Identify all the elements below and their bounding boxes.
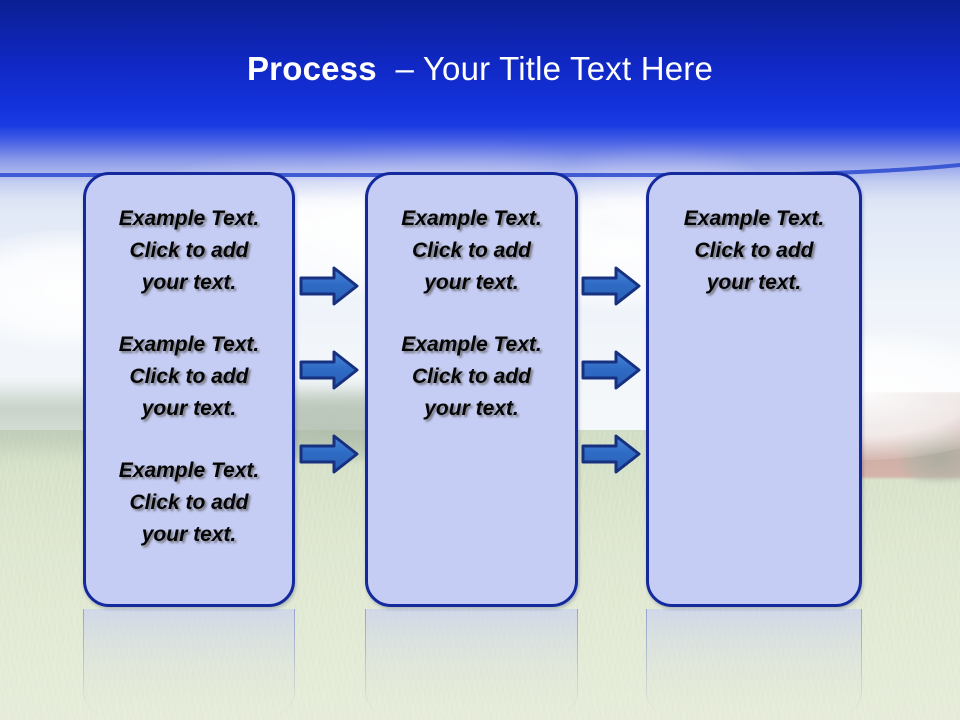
right-arrow-icon[interactable] — [298, 265, 360, 307]
right-arrow-icon[interactable] — [580, 433, 642, 475]
process-box-2[interactable]: Example Text. Click to add your text. Ex… — [365, 172, 578, 607]
page-title-rest: – Your Title Text Here — [376, 50, 714, 87]
process-text-item[interactable]: Example Text. Click to add your text. — [401, 207, 542, 294]
header-band — [0, 0, 960, 124]
right-arrow-icon[interactable] — [580, 265, 642, 307]
box-reflection — [646, 609, 862, 717]
process-box-2-content: Example Text. Click to add your text. Ex… — [368, 203, 575, 425]
process-box-1[interactable]: Example Text. Click to add your text. Ex… — [83, 172, 295, 607]
process-box-1-content: Example Text. Click to add your text. Ex… — [86, 203, 292, 551]
process-text-item[interactable]: Example Text. Click to add your text. — [683, 207, 825, 294]
right-arrow-icon[interactable] — [298, 433, 360, 475]
process-text-item[interactable]: Example Text. Click to add your text. — [118, 207, 260, 294]
box-reflection — [365, 609, 578, 717]
page-title: Process – Your Title Text Here — [0, 48, 960, 90]
page-title-strong: Process — [246, 50, 377, 87]
process-box-3-content: Example Text. Click to add your text. — [649, 203, 859, 299]
process-text-item[interactable]: Example Text. Click to add your text. — [118, 459, 260, 546]
right-arrow-icon[interactable] — [580, 349, 642, 391]
process-text-item[interactable]: Example Text. Click to add your text. — [118, 333, 260, 420]
process-text-item[interactable]: Example Text. Click to add your text. — [401, 333, 542, 420]
process-box-3[interactable]: Example Text. Click to add your text. — [646, 172, 862, 607]
box-reflection — [83, 609, 295, 717]
right-arrow-icon[interactable] — [298, 349, 360, 391]
